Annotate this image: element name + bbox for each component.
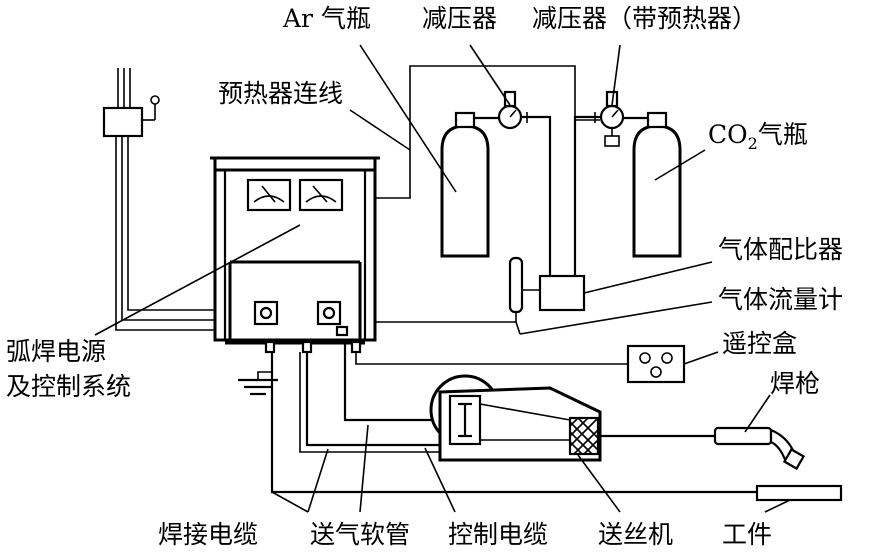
welding-cable-torch [305,352,445,447]
socket-right [316,300,342,326]
label-co2-prefix: CO [708,120,748,149]
power-source-cabinet [210,156,380,354]
ar-cylinder [440,111,490,258]
meter-right [298,178,344,212]
label-welding-cable: 焊接电缆 [158,520,258,549]
meter-left [246,178,292,212]
label-power-source-line2: 及控制系统 [6,372,131,401]
label-co2-sub: 2 [748,134,758,153]
label-preheater-wire: 预热器连线 [218,79,343,108]
gas-flowmeter [508,256,540,322]
label-power-source-line1: 弧焊电源 [6,337,106,366]
label-co2-cylinder: CO2气瓶 [708,120,808,153]
ar-reducer [474,90,552,290]
label-workpiece: 工件 [722,520,772,549]
label-remote-box: 遥控盒 [722,329,797,358]
welding-gun [713,426,806,471]
label-wire-feeder: 送丝机 [598,520,673,549]
label-gas-mixer: 气体配比器 [718,235,843,264]
wire-feeder [429,374,602,462]
gas-mixer [538,274,586,312]
leader-lines [94,44,791,513]
power-switch-box [102,68,225,331]
remote-cable [355,352,628,365]
preheater-wire [375,65,600,199]
socket-left [253,300,279,326]
co2-cylinder [632,111,682,258]
label-gas-flowmeter: 气体流量计 [718,285,843,314]
label-co2-suffix: 气瓶 [758,120,808,149]
remote-control-box [626,344,686,384]
gas-hose-line [299,352,445,453]
label-reducer-preheat: 减压器（带预热器） [532,4,757,33]
label-ar-cylinder: Ar 气瓶 [282,4,371,33]
label-welding-gun: 焊枪 [770,369,820,398]
label-reducer: 减压器 [422,4,497,33]
workpiece [755,484,843,502]
label-gas-hose: 送气软管 [310,520,410,549]
label-control-cable: 控制电缆 [448,520,548,549]
control-cable-line [343,340,440,422]
